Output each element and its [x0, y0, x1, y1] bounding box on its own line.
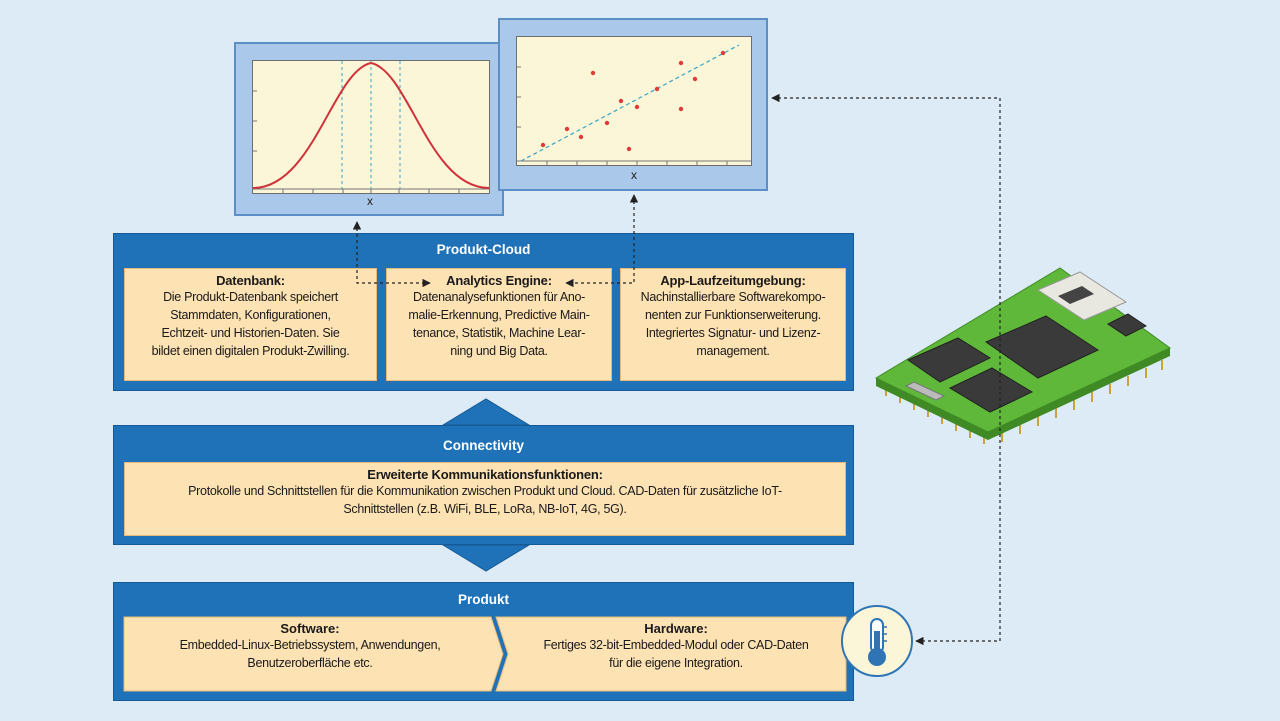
thermometer-badge	[841, 605, 913, 677]
box-line: Echtzeit- und Historien-Daten. Sie	[161, 326, 340, 340]
box-datenbank: Datenbank: Die Produkt-Datenbank speiche…	[124, 268, 377, 381]
gauss-sigma-lines	[341, 61, 401, 189]
box-line: malie-Erkennung, Predictive Main-	[408, 308, 590, 322]
box-title: Datenbank:	[216, 273, 285, 288]
scatter-point	[678, 106, 684, 112]
produkt-box-shapes	[123, 616, 847, 692]
layer-connectivity: Connectivity Erweiterte Kommunikationsfu…	[113, 425, 854, 545]
box-line: Benutzeroberfläche etc.	[247, 656, 373, 670]
module-chip-small	[1107, 313, 1147, 337]
gauss-chart-plot	[252, 60, 490, 194]
connector-diamond-bottom	[441, 544, 531, 572]
box-title: Erweiterte Kommunikationsfunktionen:	[367, 467, 603, 482]
box-hardware: Hardware: Fertiges 32-bit-Embedded-Modul…	[506, 621, 846, 672]
scatter-x-label: x	[631, 168, 637, 182]
scatter-point	[578, 134, 584, 140]
box-title: Hardware:	[644, 621, 708, 636]
box-title: App-Laufzeitumgebung:	[660, 273, 806, 288]
box-line: ning und Big Data.	[450, 344, 548, 358]
box-line: Datenanalysefunktionen für Ano-	[412, 290, 586, 304]
box-app-laufzeitumgebung: App-Laufzeitumgebung: Nachinstallierbare…	[620, 268, 846, 381]
box-kommunikation: Erweiterte Kommunikationsfunktionen: Pro…	[124, 462, 846, 536]
scatter-chart-window: x	[498, 18, 768, 191]
scatter-point	[618, 98, 624, 104]
scatter-point	[590, 70, 596, 76]
box-line: nenten zur Funktionserweiterung.	[645, 308, 821, 322]
box-line: Embedded-Linux-Betriebssystem, Anwendung…	[179, 638, 441, 652]
box-line: Stammdaten, Konfigurationen,	[170, 308, 331, 322]
gauss-chart-window: x	[234, 42, 504, 216]
box-software: Software: Embedded-Linux-Betriebssystem,…	[124, 621, 496, 672]
embedded-module-illustration	[874, 267, 1171, 444]
box-line: für die eigene Integration.	[609, 656, 743, 670]
scatter-point	[564, 126, 570, 132]
box-line: tenance, Statistik, Machine Lear-	[412, 326, 586, 340]
scatter-point	[678, 60, 684, 66]
scatter-chart-plot	[516, 36, 752, 166]
scatter-point	[634, 104, 640, 110]
box-software-shape	[123, 616, 504, 692]
scatter-ticks	[517, 66, 751, 165]
layer-title-cloud: Produkt-Cloud	[436, 242, 531, 257]
box-line: Die Produkt-Datenbank speichert	[163, 290, 338, 304]
box-line: Nachinstallierbare Softwarekompo-	[640, 290, 826, 304]
box-title: Analytics Engine:	[446, 273, 552, 288]
scatter-point	[720, 50, 726, 56]
box-line: management.	[696, 344, 770, 358]
layer-title-produkt: Produkt	[457, 592, 509, 607]
scatter-chart-svg	[517, 44, 751, 165]
box-line: Schnittstellen (z.B. WiFi, BLE, LoRa, NB…	[343, 502, 627, 516]
box-title: Software:	[280, 621, 340, 636]
scatter-point	[692, 76, 698, 82]
scatter-point	[626, 146, 632, 152]
scatter-trend-line	[520, 44, 740, 162]
thermometer-icon	[868, 618, 887, 666]
layer-title-connectivity: Connectivity	[442, 438, 524, 453]
box-line: Fertiges 32-bit-Embedded-Modul oder CAD-…	[543, 638, 809, 652]
layer-produkt-cloud: Produkt-Cloud Datenbank: Die Produkt-Dat…	[113, 233, 854, 391]
box-analytics-engine: Analytics Engine: Datenanalysefunktionen…	[386, 268, 612, 381]
box-line: Protokolle und Schnittstellen für die Ko…	[188, 484, 782, 498]
scatter-point	[540, 142, 546, 148]
scatter-point	[654, 86, 660, 92]
gauss-curve	[253, 61, 489, 189]
box-line: Integriertes Signatur- und Lizenz-	[645, 326, 821, 340]
connector-diamond-top	[441, 398, 531, 426]
scatter-points	[540, 50, 726, 152]
scatter-point	[604, 120, 610, 126]
box-line: bildet einen digitalen Produkt-Zwilling.	[151, 344, 350, 358]
gauss-chart-svg	[253, 61, 489, 193]
gauss-x-label: x	[367, 194, 373, 208]
layer-produkt: Produkt Software: Embedded-Linux-Betrieb…	[113, 582, 854, 701]
module-chip-large	[984, 315, 1100, 379]
module-card-slot-hole	[1058, 286, 1094, 304]
